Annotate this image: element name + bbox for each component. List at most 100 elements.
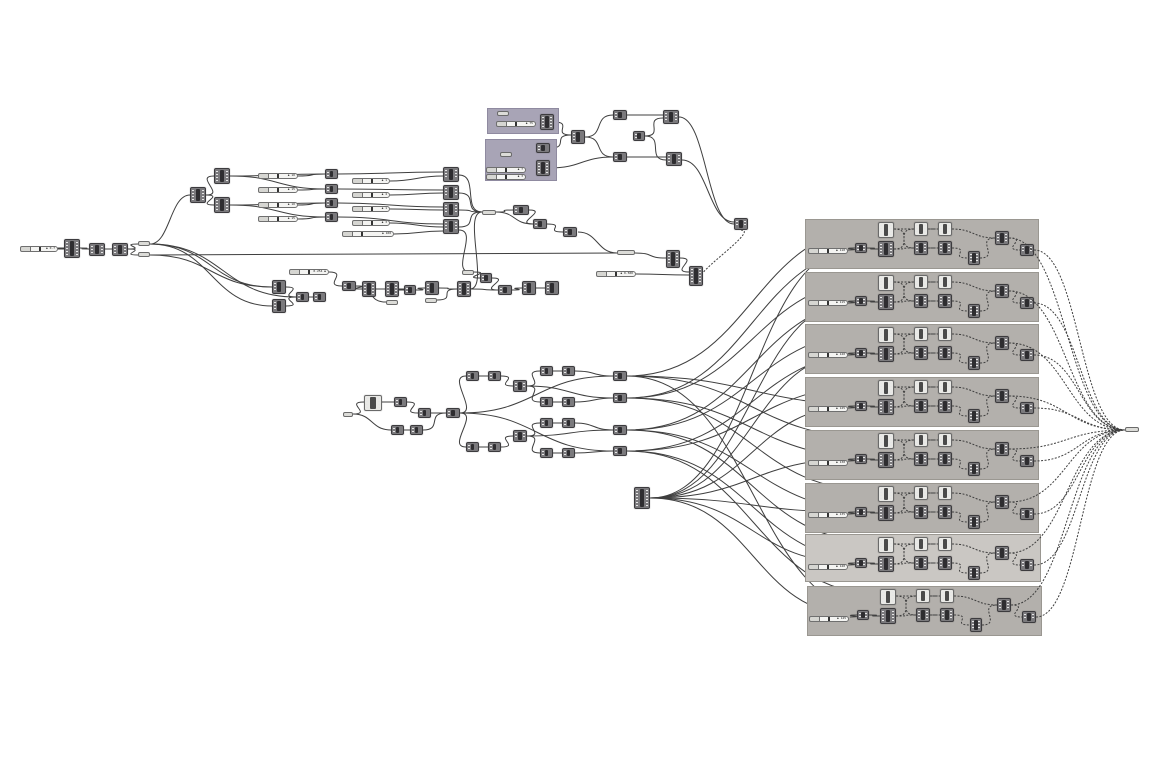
param-node[interactable] xyxy=(138,252,150,257)
component-node[interactable] xyxy=(563,227,577,237)
slider-left-4[interactable]: ◆ 15 xyxy=(258,216,298,222)
component-node[interactable] xyxy=(916,589,930,603)
component-node[interactable] xyxy=(940,608,954,622)
component-node[interactable] xyxy=(938,241,952,255)
component-node[interactable] xyxy=(313,292,326,302)
param-node[interactable] xyxy=(138,241,150,246)
component-node[interactable] xyxy=(878,433,894,449)
component-node[interactable] xyxy=(938,275,952,289)
slider-left-1[interactable]: ◆ 10 xyxy=(258,173,298,179)
component-node[interactable] xyxy=(914,505,928,519)
component-node[interactable] xyxy=(325,198,338,208)
component-node[interactable] xyxy=(878,537,894,553)
component-node[interactable] xyxy=(513,430,527,442)
component-node[interactable] xyxy=(425,281,439,295)
component-node[interactable] xyxy=(878,399,894,415)
component-node[interactable] xyxy=(914,380,928,394)
component-node[interactable] xyxy=(938,486,952,500)
component-node[interactable] xyxy=(938,222,952,236)
component-node[interactable] xyxy=(571,130,585,144)
component-node[interactable] xyxy=(995,231,1009,245)
component-node[interactable] xyxy=(968,515,980,529)
component-node[interactable] xyxy=(997,598,1011,612)
param-node[interactable] xyxy=(617,250,635,255)
component-node[interactable] xyxy=(513,380,527,392)
component-node[interactable] xyxy=(513,205,529,215)
component-node[interactable] xyxy=(1020,297,1034,309)
component-node[interactable] xyxy=(666,152,682,166)
component-node[interactable] xyxy=(342,281,356,291)
component-node[interactable] xyxy=(689,266,703,286)
component-node[interactable] xyxy=(466,371,479,381)
component-node[interactable] xyxy=(914,346,928,360)
component-node[interactable] xyxy=(995,389,1009,403)
component-node[interactable] xyxy=(112,243,128,256)
component-node[interactable] xyxy=(385,281,399,297)
component-node[interactable] xyxy=(938,452,952,466)
component-node[interactable] xyxy=(613,425,627,435)
component-node[interactable] xyxy=(938,505,952,519)
param-node[interactable] xyxy=(343,412,353,417)
component-node[interactable] xyxy=(995,442,1009,456)
slider-left-3[interactable]: ◆ 10 xyxy=(258,202,298,208)
component-node[interactable] xyxy=(938,556,952,570)
component-node[interactable] xyxy=(914,399,928,413)
component-node[interactable] xyxy=(914,486,928,500)
component-node[interactable] xyxy=(968,462,980,476)
component-node[interactable] xyxy=(325,169,338,179)
component-node[interactable] xyxy=(613,393,627,403)
component-node[interactable] xyxy=(995,546,1009,560)
component-node[interactable] xyxy=(480,273,492,283)
component-node[interactable] xyxy=(878,222,894,238)
slider-stack-2[interactable]: ◆ 115 xyxy=(808,300,848,306)
slider-mid-4[interactable]: ◆ 3 xyxy=(352,220,390,226)
component-node[interactable] xyxy=(488,442,501,452)
component-node[interactable] xyxy=(498,285,512,295)
component-node[interactable] xyxy=(391,425,404,435)
component-node[interactable] xyxy=(190,187,206,203)
param-node-output[interactable] xyxy=(1125,427,1139,432)
component-node[interactable] xyxy=(613,110,627,120)
component-node[interactable] xyxy=(536,143,550,153)
component-node[interactable] xyxy=(394,397,407,407)
component-node[interactable] xyxy=(562,418,575,428)
component-node[interactable] xyxy=(364,395,382,411)
component-node[interactable] xyxy=(443,202,459,217)
component-node[interactable] xyxy=(855,348,867,358)
component-node[interactable] xyxy=(914,241,928,255)
slider-stack-4[interactable]: ◆ 125 xyxy=(808,406,848,412)
slider-stack-7[interactable]: ◆ 140 xyxy=(808,564,848,570)
component-node[interactable] xyxy=(914,537,928,551)
component-node[interactable] xyxy=(970,618,982,632)
slider-stack-6[interactable]: ◆ 135 xyxy=(808,512,848,518)
component-node[interactable] xyxy=(1020,349,1034,361)
component-node[interactable] xyxy=(938,327,952,341)
component-node[interactable] xyxy=(443,185,459,200)
param-node[interactable] xyxy=(497,111,509,116)
component-node[interactable] xyxy=(540,366,553,376)
component-node[interactable] xyxy=(540,418,553,428)
component-node[interactable] xyxy=(855,507,867,517)
component-node[interactable] xyxy=(878,505,894,521)
component-node[interactable] xyxy=(214,168,230,184)
component-node[interactable] xyxy=(666,250,680,268)
component-node[interactable] xyxy=(878,275,894,291)
component-node[interactable] xyxy=(488,371,501,381)
component-node[interactable] xyxy=(878,556,894,572)
component-node[interactable] xyxy=(613,446,627,456)
slider-stack-3[interactable]: ◆ 120 xyxy=(808,352,848,358)
component-node[interactable] xyxy=(443,167,459,182)
slider-stack-5[interactable]: ◆ 130 xyxy=(808,460,848,466)
slider-mid-5[interactable]: ◆ 100 xyxy=(342,231,394,237)
component-node[interactable] xyxy=(540,448,553,458)
component-node[interactable] xyxy=(968,304,980,318)
param-node[interactable] xyxy=(462,270,474,275)
component-node[interactable] xyxy=(916,608,930,622)
param-node[interactable] xyxy=(500,152,512,157)
component-node[interactable] xyxy=(878,327,894,343)
component-node[interactable] xyxy=(443,219,459,234)
component-node[interactable] xyxy=(446,408,460,418)
component-node[interactable] xyxy=(404,285,416,295)
component-node[interactable] xyxy=(613,371,627,381)
